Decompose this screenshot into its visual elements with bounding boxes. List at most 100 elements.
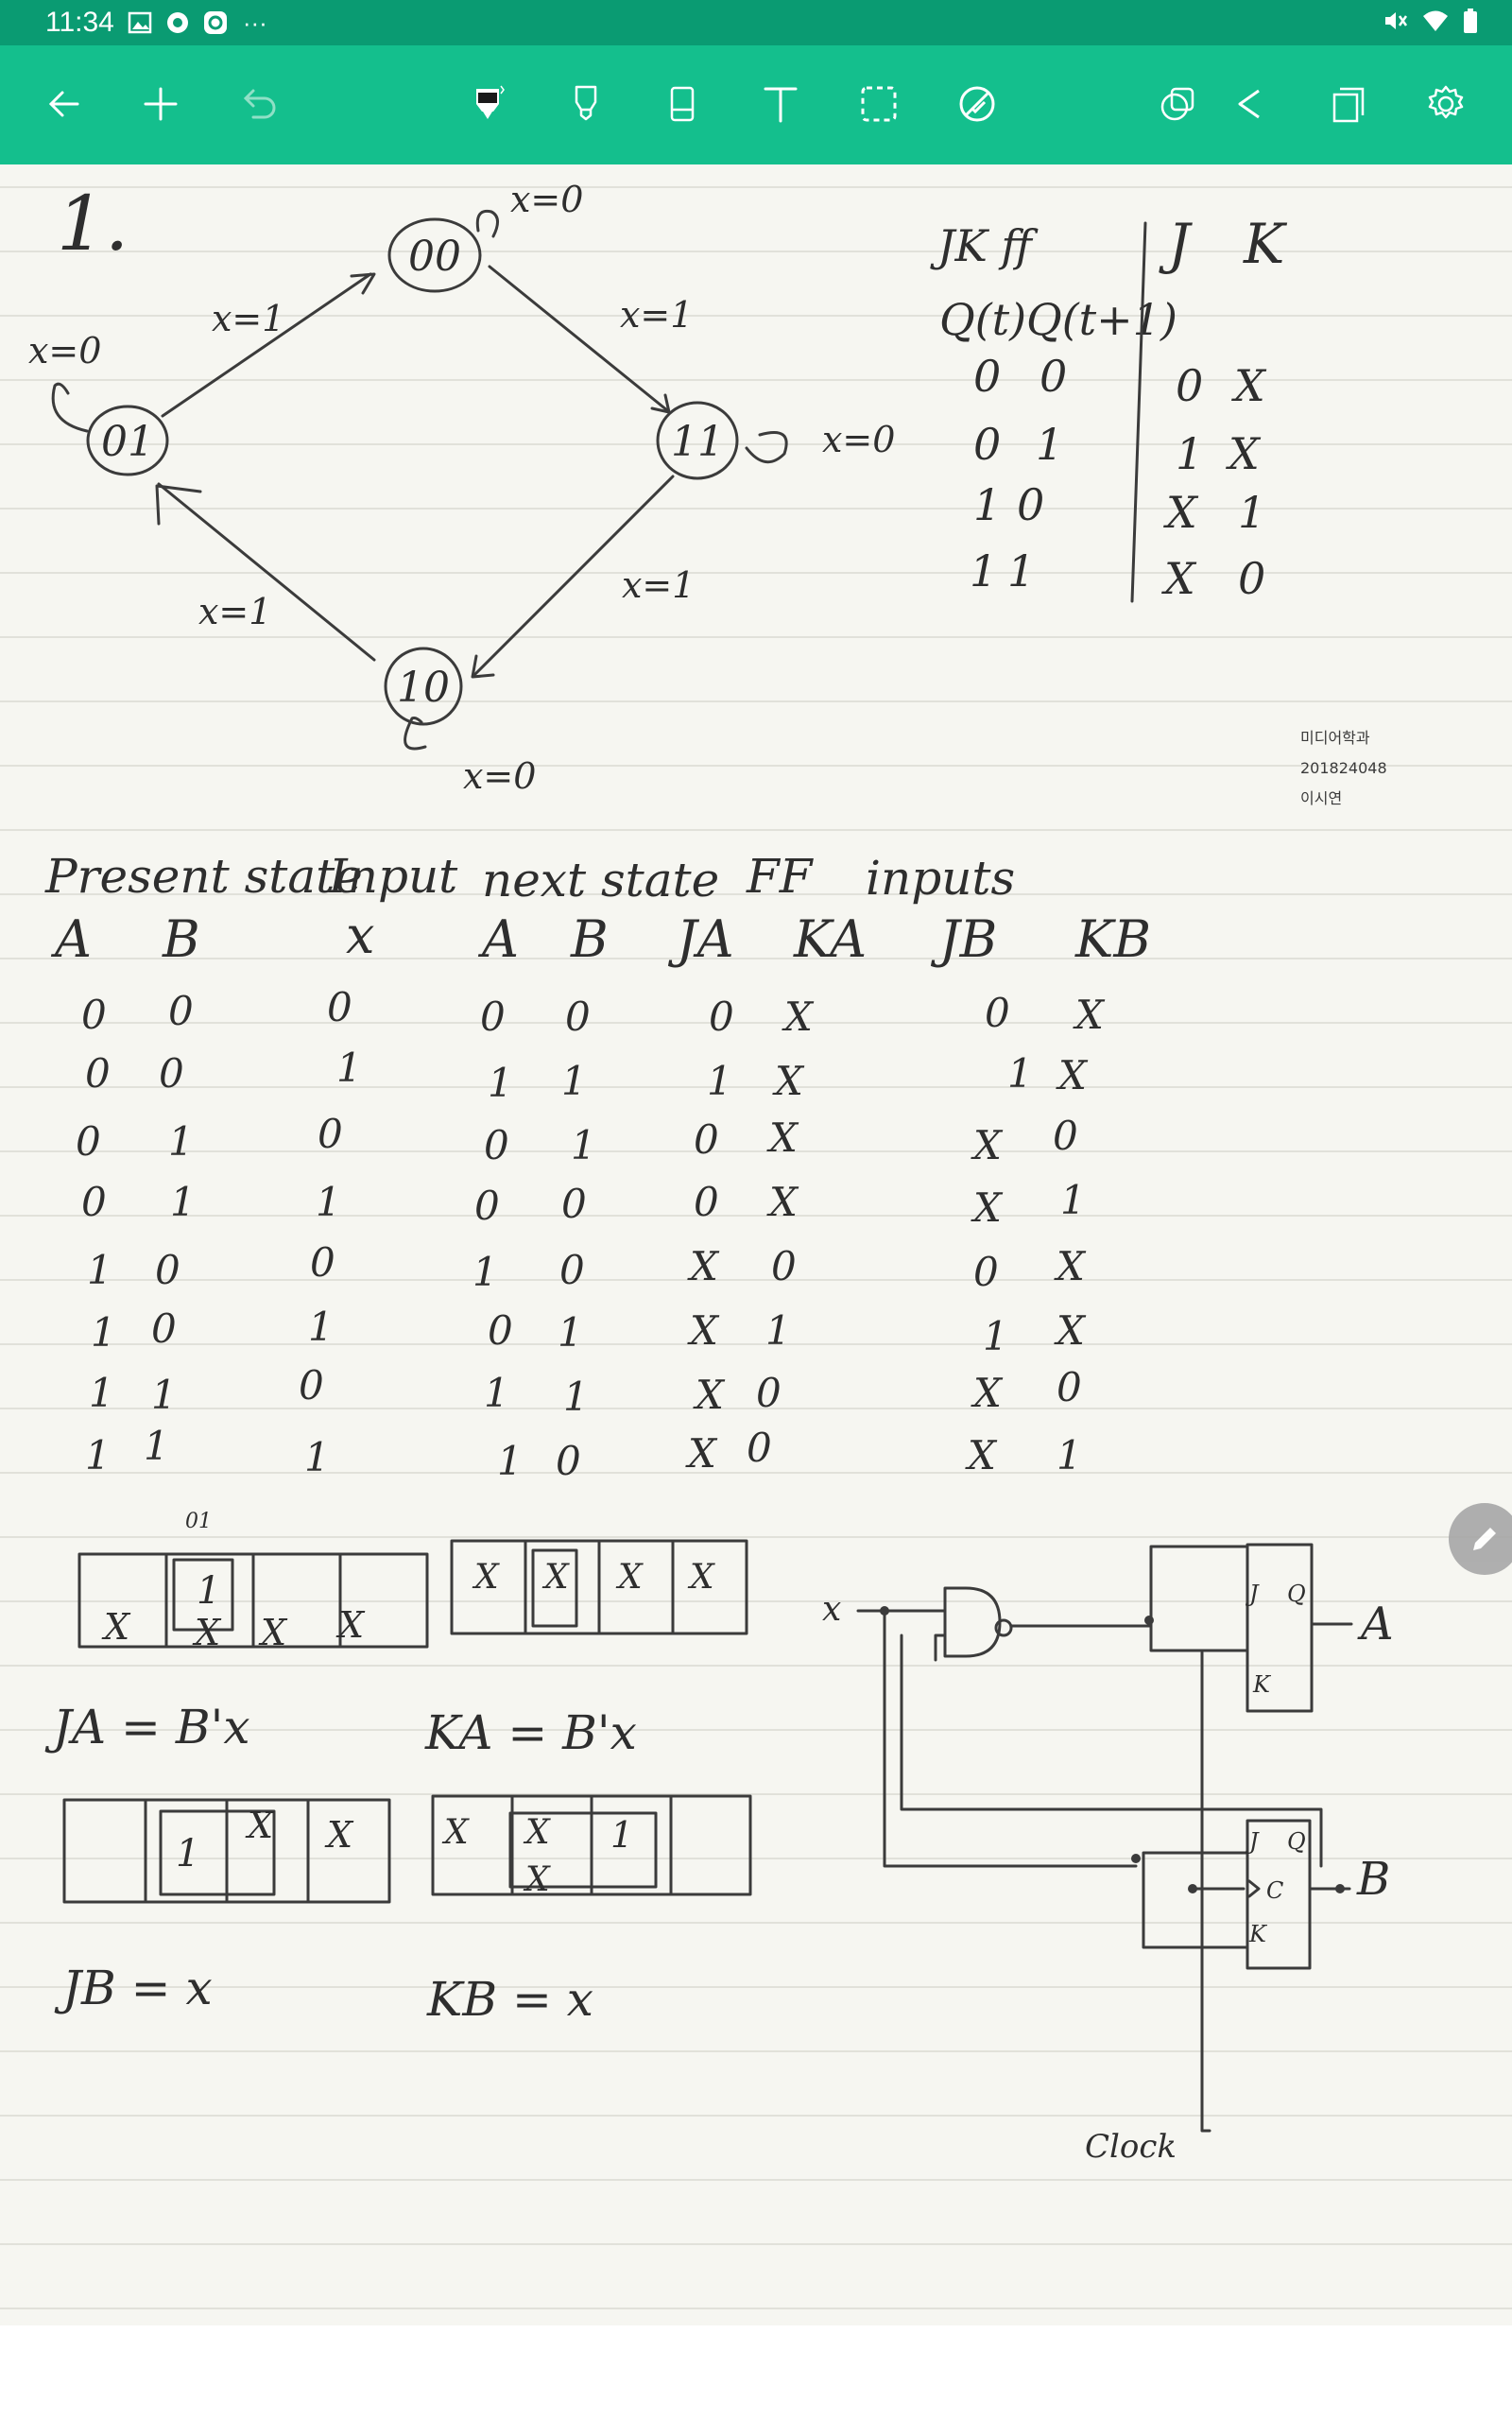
r7-jb: X xyxy=(971,1370,1004,1416)
layers-icon xyxy=(1160,87,1194,121)
r3-b: 1 xyxy=(168,1118,194,1165)
r3-ja: 0 xyxy=(694,1116,719,1163)
undo-button[interactable] xyxy=(229,74,289,134)
jk-r3-k: 1 xyxy=(1238,487,1265,538)
ka-equation: KA = B'x xyxy=(424,1705,637,1760)
state-00: 00 xyxy=(408,233,461,281)
r1-b: 0 xyxy=(168,988,194,1034)
ff-b-q: Q xyxy=(1287,1828,1306,1855)
label-00-self: x=0 xyxy=(510,179,583,220)
r2-na: 1 xyxy=(488,1060,513,1106)
hdr-present-state: Present state xyxy=(44,849,363,904)
r1-ja: 0 xyxy=(709,994,734,1040)
settings-icon xyxy=(1428,85,1464,119)
kmaps: 01 1 X X X X JA = B'x X X X X KA = B' xyxy=(44,1510,752,2027)
arrowhead-01-00 xyxy=(350,272,376,295)
highlighter-tool-button[interactable] xyxy=(556,74,616,134)
r5-nb: 0 xyxy=(559,1247,585,1293)
kmap-jb: 1 X X JB = x xyxy=(54,1798,391,2015)
ja-x-4: X xyxy=(335,1604,366,1646)
jb-cell-2: X xyxy=(245,1805,275,1846)
r7-ja: X xyxy=(693,1372,726,1418)
pen-tool-button[interactable] xyxy=(457,74,518,134)
jk-r1-qt1: 0 xyxy=(1040,351,1067,402)
add-page-button[interactable] xyxy=(130,74,191,134)
ff-b-k: K xyxy=(1248,1921,1268,1947)
r2-nb: 1 xyxy=(561,1058,587,1104)
problem-number: 1. xyxy=(57,180,129,268)
r7-x: 0 xyxy=(299,1362,324,1409)
jk-excitation-table: JK ff Q(t) Q(t+1) J K 0 0 0 X 0 1 1 X 1 … xyxy=(930,212,1288,604)
jb-cell-3: X xyxy=(324,1814,354,1856)
junction-ffb-j xyxy=(1131,1854,1141,1863)
r6-a: 1 xyxy=(91,1309,116,1356)
r4-ka: X xyxy=(766,1179,799,1225)
state-01-circle xyxy=(86,405,169,476)
jk-r4-qt: 1 xyxy=(970,545,997,596)
note-canvas[interactable]: 1. 00 01 11 10 x=0 x=0 x=0 x=0 x=1 x=1 x… xyxy=(0,164,1512,2325)
layers-button[interactable] xyxy=(1147,74,1208,134)
junction-clock xyxy=(1188,1884,1197,1893)
jk-r3-qt1: 0 xyxy=(1017,479,1044,530)
gallery-icon xyxy=(128,11,152,34)
and-gate xyxy=(943,1586,1002,1658)
jk-header-qt: Q(t) xyxy=(939,294,1026,345)
r1-nb: 0 xyxy=(565,994,591,1040)
jk-header-j: J xyxy=(1159,212,1193,276)
selection-tool-button[interactable] xyxy=(849,74,909,134)
undo-icon xyxy=(243,89,276,119)
disable-icon xyxy=(959,86,995,122)
ff-b-c: C xyxy=(1266,1877,1283,1904)
text-icon xyxy=(764,87,798,123)
r6-na: 0 xyxy=(488,1307,513,1354)
settings-button[interactable] xyxy=(1416,74,1476,134)
col-ja: JA xyxy=(667,909,734,969)
jk-header-qt1: Q(t+1) xyxy=(1026,294,1177,345)
back-button[interactable] xyxy=(34,74,94,134)
col-jb: JB xyxy=(930,909,997,969)
state-table: Present state Input next state FF inputs… xyxy=(44,849,1151,1484)
ff-a-k: K xyxy=(1252,1671,1272,1698)
clock-label: Clock xyxy=(1085,2128,1177,2166)
ka-cell-2: X xyxy=(615,1558,644,1597)
r2-ja: 1 xyxy=(707,1058,732,1104)
ff-a-box xyxy=(1149,1545,1249,1652)
r3-a: 0 xyxy=(76,1118,101,1165)
eraser-icon xyxy=(670,86,695,122)
label-01-self: x=0 xyxy=(28,330,101,372)
r7-na: 1 xyxy=(484,1370,509,1416)
r4-a: 0 xyxy=(81,1179,107,1225)
share-button[interactable] xyxy=(1219,74,1280,134)
r6-kb: X xyxy=(1054,1307,1087,1354)
circuit-diagram: x J Q K A J Q C K B Clock xyxy=(822,1543,1394,2166)
eraser-tool-button[interactable] xyxy=(652,74,713,134)
r4-ja: 0 xyxy=(694,1179,719,1225)
note-toolbar xyxy=(0,45,1512,164)
r8-a: 1 xyxy=(85,1432,111,1478)
arrowhead-00-11 xyxy=(650,393,671,414)
ff-a-q: Q xyxy=(1287,1581,1306,1607)
edit-pen-button[interactable] xyxy=(1449,1503,1512,1575)
jk-r4-qt1: 1 xyxy=(1007,545,1035,596)
r2-x: 1 xyxy=(336,1045,362,1091)
state-01: 01 xyxy=(101,418,154,466)
hdr-ff: FF xyxy=(746,849,815,904)
wire-clock xyxy=(1200,1651,1211,2133)
signature-dept: 미디어학과 xyxy=(1300,729,1370,747)
status-time: 11:34 xyxy=(45,7,114,38)
state-diagram: 00 01 11 10 x=0 x=0 x=0 x=0 x=1 x=1 x=1 … xyxy=(28,179,895,797)
r5-na: 1 xyxy=(472,1249,498,1295)
col-next-a: A xyxy=(477,909,519,969)
r1-jb: 0 xyxy=(985,990,1010,1036)
battery-icon xyxy=(1464,9,1477,33)
r8-nb: 0 xyxy=(556,1438,581,1484)
col-kb: KB xyxy=(1074,909,1151,969)
copy-button[interactable] xyxy=(1317,74,1378,134)
arrowhead-10-01 xyxy=(155,484,202,526)
app-notification-icon xyxy=(203,11,227,34)
loop-10 xyxy=(404,717,427,751)
text-tool-button[interactable] xyxy=(750,74,811,134)
jk-r2-qt1: 1 xyxy=(1036,419,1063,470)
r8-na: 1 xyxy=(497,1438,523,1484)
disable-touch-button[interactable] xyxy=(947,74,1007,134)
